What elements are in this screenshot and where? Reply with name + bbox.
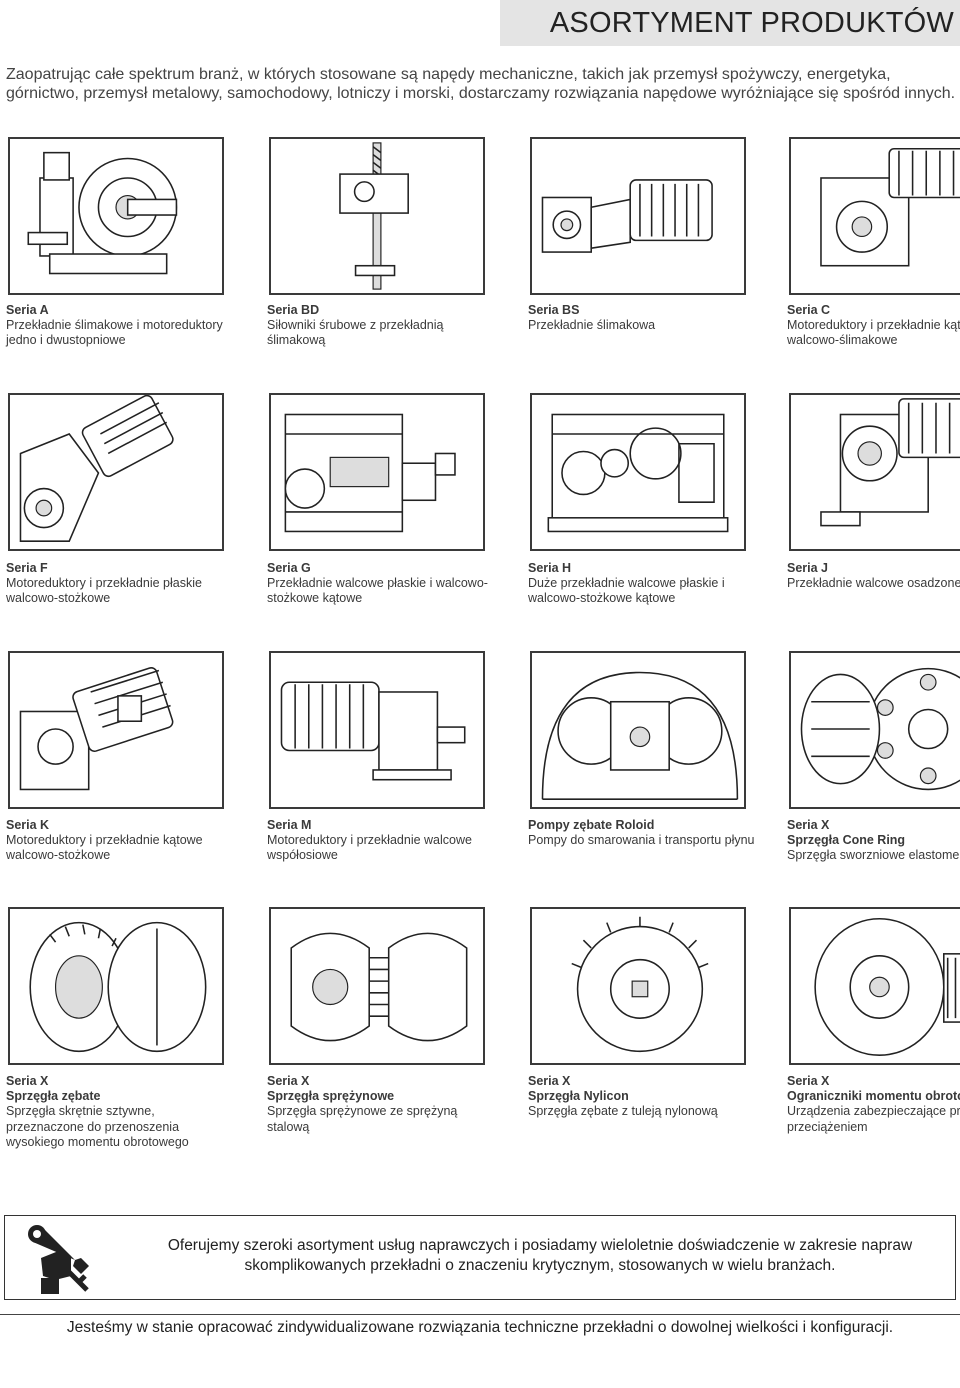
product-series: Seria M	[267, 818, 312, 832]
screw-jack-icon	[339, 142, 409, 290]
product-description: Przekładnie walcowe osadzone na wale	[787, 576, 960, 591]
wrench-hand-icon	[28, 1225, 89, 1294]
product-image	[8, 393, 224, 551]
product-series: Seria X	[787, 818, 830, 832]
product-description: Duże przekładnie walcowe płaskie i walco…	[528, 576, 725, 606]
product-image	[789, 651, 960, 809]
product-subtitle: Sprzęgła zębate	[6, 1089, 101, 1104]
product-series: Seria C	[787, 303, 831, 317]
parallel-shaft-motor-icon	[19, 395, 174, 542]
product-image	[530, 651, 746, 809]
intro-text: Zaopatrując całe spektrum branż, w który…	[6, 66, 956, 102]
product-series: Seria A	[6, 303, 49, 317]
product-image	[8, 651, 224, 809]
product-description: Sprzęgła sprężynowe ze sprężyną stalową	[267, 1104, 458, 1134]
product-description: Motoreduktory i przekładnie kątowe walco…	[6, 833, 203, 863]
product-description: Siłowniki śrubowe z przekładnią ślimakow…	[267, 318, 444, 348]
helical-gearbox-icon	[284, 413, 456, 533]
nylon-coupling-icon	[571, 916, 709, 1053]
gear-pump-icon	[541, 671, 739, 800]
product-description: Sprzęgła zębate z tuleją nylonową	[528, 1104, 718, 1119]
product-image	[269, 651, 485, 809]
product-image	[269, 907, 485, 1065]
product-subtitle: Sprzęgła sprężynowe	[267, 1089, 395, 1104]
product-description: Motoreduktory i przekładnie płaskie walc…	[6, 576, 202, 606]
product-subtitle: Sprzęgła Nylicon	[528, 1089, 629, 1104]
bevel-helical-motor-icon	[19, 667, 174, 791]
product-description: Przekładnie ślimakowa	[528, 318, 656, 333]
product-image	[269, 137, 485, 295]
worm-gearbox-icon	[27, 151, 178, 275]
worm-gear-motor-icon	[541, 179, 713, 253]
product-subtitle: Sprzęgła Cone Ring	[787, 833, 906, 848]
product-image	[8, 907, 224, 1065]
product-image	[789, 137, 960, 295]
product-description: Motoreduktory i przekładnie kątowe walco…	[787, 318, 960, 348]
inline-helical-motor-icon	[280, 681, 466, 781]
product-description: Przekładnie walcowe płaskie i walcowo-st…	[267, 576, 488, 606]
shaft-mounted-gearbox-icon	[820, 398, 960, 527]
product-series: Pompy zębate Roloid	[528, 818, 655, 832]
title-bar: ASORTYMENT PRODUKTÓW	[500, 0, 960, 46]
product-image	[269, 393, 485, 551]
product-image	[530, 393, 746, 551]
service-text: Oferujemy szeroki asortyment usług napra…	[167, 1237, 913, 1274]
service-box: Oferujemy szeroki asortyment usług napra…	[4, 1215, 956, 1300]
product-series: Seria X	[6, 1074, 49, 1088]
product-subtitle: Ograniczniki momentu obrotowego	[787, 1089, 960, 1104]
product-image	[530, 907, 746, 1065]
pin-coupling-icon	[800, 667, 960, 791]
product-series: Seria J	[787, 561, 829, 575]
page-title: ASORTYMENT PRODUKTÓW	[549, 6, 954, 39]
product-image	[789, 907, 960, 1065]
product-description: Sprzęgła sworzniowe elastomerowe	[787, 848, 960, 863]
product-series: Seria K	[6, 818, 50, 832]
product-image	[8, 137, 224, 295]
product-image	[789, 393, 960, 551]
product-description: Motoreduktory i przekładnie walcowe wspó…	[267, 833, 472, 863]
product-description: Przekładnie ślimakowe i motoreduktory je…	[6, 318, 223, 348]
grid-coupling-icon	[290, 932, 468, 1042]
product-description: Urządzenia zabezpieczające przed przecią…	[787, 1104, 960, 1134]
large-gearbox-icon	[547, 413, 729, 533]
product-image	[530, 137, 746, 295]
gear-coupling-icon	[29, 921, 207, 1053]
helical-worm-motor-icon	[820, 147, 960, 267]
product-series: Seria BD	[267, 303, 320, 317]
product-series: Seria X	[267, 1074, 310, 1088]
torque-limiter-icon	[814, 917, 960, 1056]
product-series: Seria BS	[528, 303, 580, 317]
product-series: Seria H	[528, 561, 572, 575]
product-description: Sprzęgła skrętnie sztywne, przeznaczone …	[6, 1104, 189, 1149]
product-series: Seria X	[787, 1074, 830, 1088]
product-series: Seria X	[528, 1074, 571, 1088]
product-series: Seria G	[267, 561, 311, 575]
product-description: Pompy do smarowania i transportu płynu	[528, 833, 755, 848]
product-series: Seria F	[6, 561, 48, 575]
footer-text: Jesteśmy w stanie opracować zindywiduali…	[0, 1314, 960, 1344]
